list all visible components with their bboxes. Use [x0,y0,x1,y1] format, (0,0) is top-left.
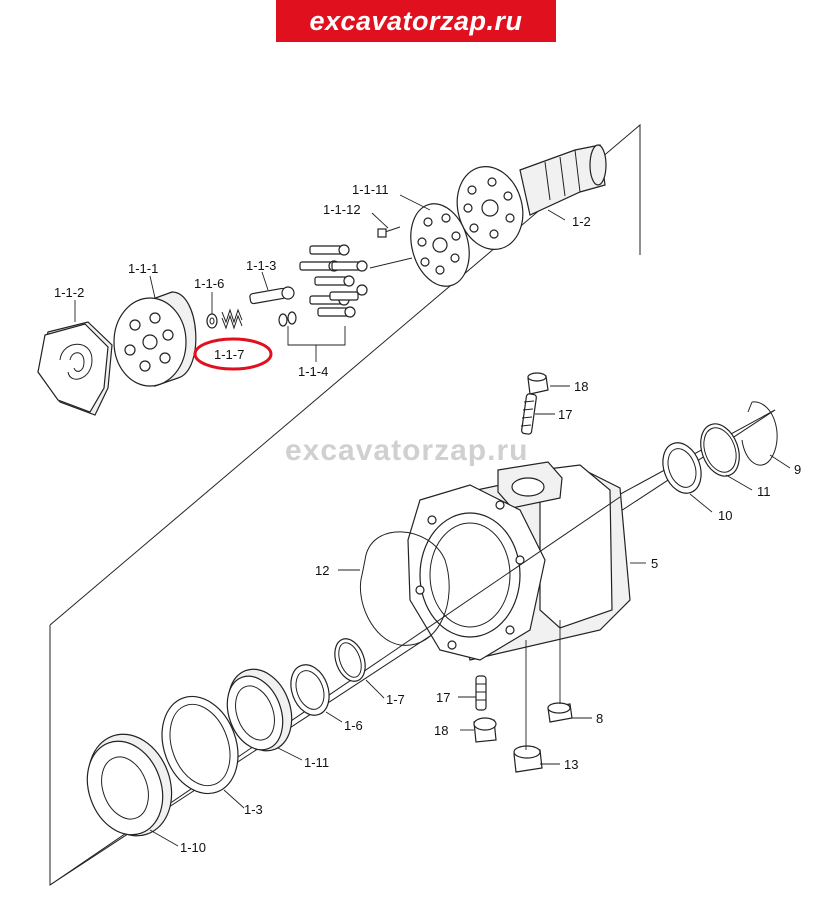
label-1-10: 1-10 [180,840,206,855]
label-9: 9 [794,462,801,477]
label-8: 8 [596,711,603,726]
cylinder-block [113,291,197,387]
piston-set [278,244,368,327]
watermark: excavatorzap.ru [285,434,528,467]
spring-pin-bottom [475,675,487,711]
drive-shaft [456,144,607,251]
label-17-top: 17 [558,407,572,422]
center-pin [249,286,295,305]
oil-seal [161,695,239,795]
plug-bolt-bottom [473,717,497,743]
label-18-bottom: 18 [434,723,448,738]
label-1-7: 1-7 [386,692,405,707]
label-17-bottom: 17 [436,690,450,705]
brand-banner: excavatorzap.ru [276,0,556,42]
spring-pin-top [520,393,537,435]
label-1-1-7: 1-1-7 [214,347,244,362]
plug-8 [547,702,573,723]
label-1-1-6: 1-1-6 [194,276,224,291]
label-5: 5 [651,556,658,571]
label-1-1-1: 1-1-1 [128,261,158,276]
washer [206,313,218,329]
roller-bearing [226,668,293,752]
label-1-1-4: 1-1-4 [298,364,328,379]
spacer [290,664,330,716]
label-1-11: 1-11 [304,755,329,770]
label-18-top: 18 [574,379,588,394]
part-labels: 1-1-11 1-1-12 1-2 1-1-1 1-1-6 1-1-3 1-1-… [54,182,801,855]
label-12: 12 [315,563,329,578]
retainer-plate [410,203,470,287]
leader-lines [74,194,791,847]
label-11: 11 [757,484,771,499]
seal-ring [662,442,702,494]
plug-13 [513,745,543,773]
taper-bearing [86,733,173,837]
label-1-1-3: 1-1-3 [246,258,276,273]
label-1-2: 1-2 [572,214,591,229]
plug-bolt-top [527,372,549,395]
label-1-1-2: 1-1-2 [54,285,84,300]
valve-plate [37,321,113,416]
label-1-1-12: 1-1-12 [323,202,361,217]
retaining-ring [334,638,366,682]
label-1-3: 1-3 [244,802,263,817]
highlight-ring [193,337,273,371]
label-13: 13 [564,757,578,772]
spring [221,308,243,330]
label-10: 10 [718,508,732,523]
gasket [360,531,450,646]
screw [377,226,401,238]
motor-housing [407,461,631,661]
label-1-6: 1-6 [344,718,363,733]
backup-ring [700,423,740,477]
label-1-1-11: 1-1-11 [352,182,389,197]
snap-ring [741,401,778,466]
